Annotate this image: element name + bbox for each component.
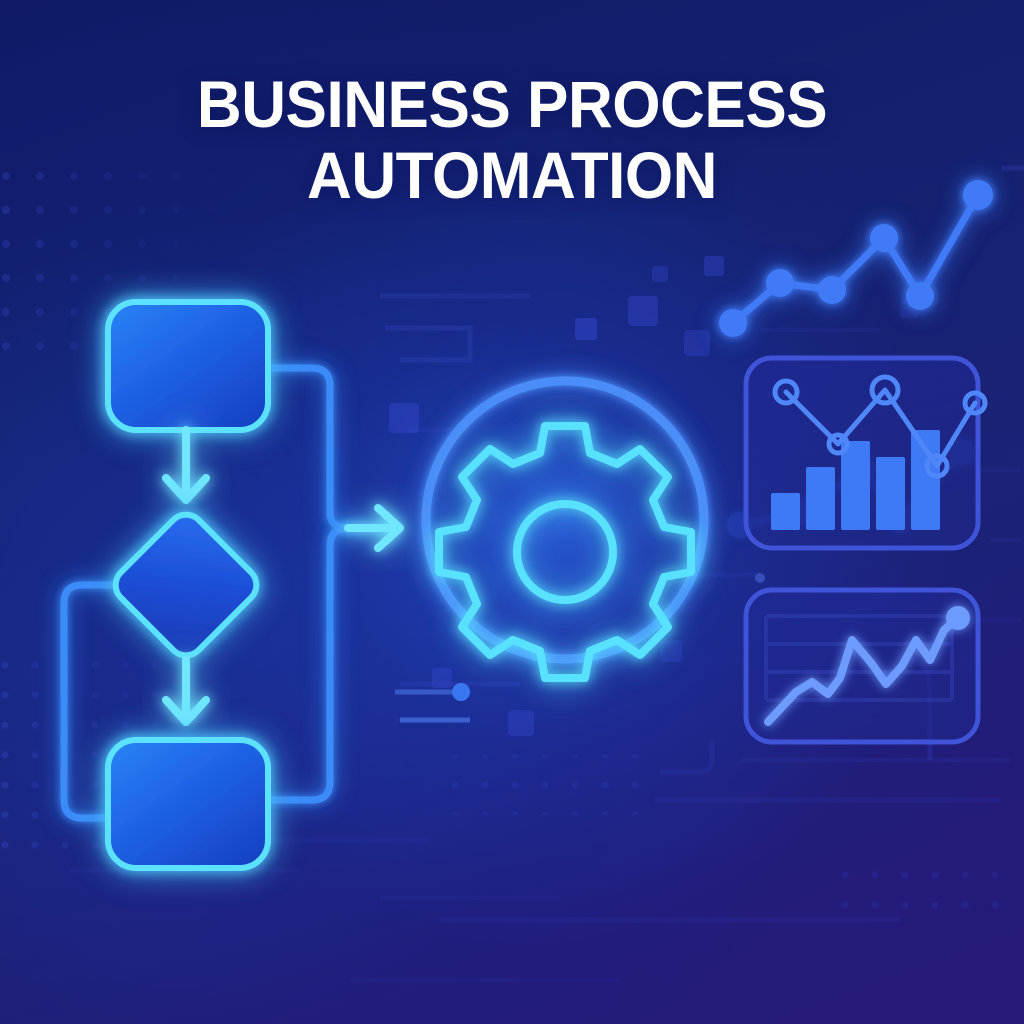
gear-body (435, 422, 695, 682)
connector-bottom-box-to-gear (264, 524, 352, 804)
dot-grid-lower-right (835, 850, 1015, 910)
connector-start-to-decision-arrow (162, 426, 210, 504)
header-trend-primary-line (729, 191, 982, 327)
bar-chart-overlay-line (772, 374, 988, 479)
bar-1 (771, 493, 800, 530)
dot-grid-lower-center (430, 755, 640, 815)
automation-gear-icon[interactable] (405, 360, 725, 682)
bar-2 (806, 467, 835, 530)
connector-diamond-feedback-loop (60, 581, 126, 822)
bar-3 (841, 441, 870, 530)
flowchart-end-box[interactable] (105, 737, 271, 871)
analytics-bar-chart-panel[interactable] (743, 355, 988, 551)
trend-line (764, 606, 970, 726)
title-line-1: BUSINESS PROCESS (196, 67, 828, 141)
title-line-2: AUTOMATION (306, 137, 718, 212)
flowchart-group (60, 299, 404, 871)
connector-decision-to-end-arrow (162, 656, 210, 726)
bar-4 (876, 457, 905, 530)
gear-outer-ring (421, 376, 709, 664)
gear-input-arrow-icon (344, 504, 404, 552)
flowchart-decision-diamond[interactable] (108, 507, 264, 663)
page-title: BUSINESS PROCESS AUTOMATION (0, 67, 1024, 212)
bar-chart-bars (771, 430, 940, 530)
growth-trend-panel[interactable] (743, 587, 981, 745)
trend-line-end-dot (946, 606, 970, 630)
trend-panel-frame (743, 587, 981, 745)
connector-top-box-to-gear (264, 364, 394, 532)
flowchart-start-box[interactable] (105, 299, 271, 433)
gear-halo (405, 360, 725, 680)
header-trend-primary-nodes (719, 180, 993, 337)
circuit-traces (70, 293, 1022, 982)
circuit-node-indicator (395, 573, 765, 723)
header-trend-primary (719, 180, 993, 337)
